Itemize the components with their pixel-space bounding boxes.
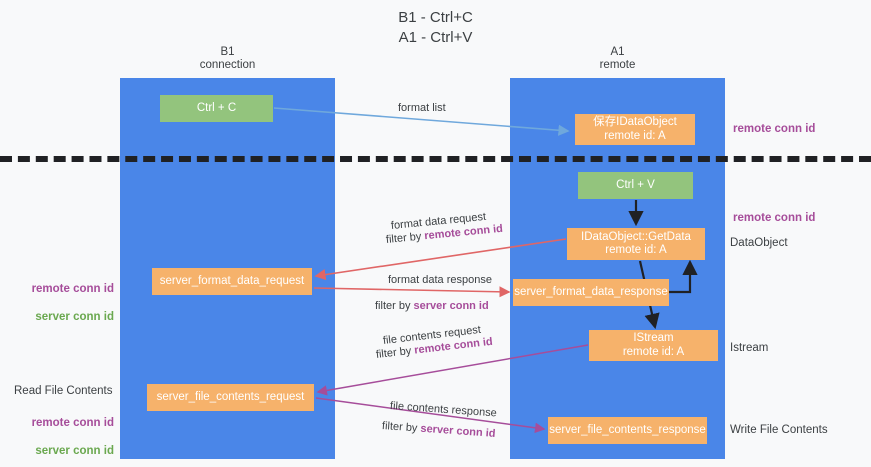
node-istream[interactable]: IStream remote id: A [589, 330, 718, 361]
edge-label-file-contents-response: file contents response [389, 400, 498, 420]
node-ctrl-v[interactable]: Ctrl + V [578, 172, 693, 199]
filter-by-text: filter by [381, 420, 421, 435]
edge-label-format-data-response-filter: filter by server conn id [375, 299, 489, 313]
column-header-a1: A1 remote [599, 46, 636, 71]
annotation-left-server-conn-id-2: server conn id [35, 445, 114, 457]
annotation-remote-conn-id-top: remote conn id [733, 123, 816, 135]
node-server-format-data-request[interactable]: server_format_data_request [152, 268, 312, 295]
annotation-left-remote-conn-id: remote conn id [31, 283, 114, 295]
page-title: B1 - Ctrl+C A1 - Ctrl+V [398, 9, 473, 46]
annotation-dataobject: DataObject [730, 237, 788, 249]
annotation-read-file-contents: Read File Contents [14, 385, 113, 397]
annotation-remote-conn-id-mid: remote conn id [733, 212, 816, 224]
node-ctrl-c[interactable]: Ctrl + C [160, 95, 273, 122]
node-idataobject-getdata[interactable]: IDataObject::GetData remote id: A [567, 228, 705, 260]
filter-by-text: filter by [375, 344, 415, 361]
annotation-write-file-contents: Write File Contents [730, 424, 828, 436]
annotation-left-conn-ids: remote conn id server conn id [22, 268, 114, 338]
phase-divider [0, 156, 871, 162]
server-conn-id-text: server conn id [413, 300, 489, 312]
column-header-b1: B1 connection [199, 46, 256, 71]
node-save-idataobject[interactable]: 保存IDataObject remote id: A [575, 114, 695, 145]
annotation-left-server-conn-id: server conn id [35, 311, 114, 323]
filter-by-text: filter by [385, 230, 425, 246]
node-server-file-contents-request[interactable]: server_file_contents_request [147, 384, 314, 411]
node-server-format-data-response[interactable]: server_format_data_response [513, 279, 669, 306]
node-server-file-contents-response[interactable]: server_file_contents_response [548, 417, 707, 444]
edge-label-format-list: format list [398, 102, 446, 114]
edge-label-format-data-response: format data response [388, 274, 492, 286]
edge-label-file-contents-response-filter: filter by server conn id [382, 419, 496, 441]
edge-format-data-response [313, 286, 511, 298]
annotation-istream: Istream [730, 342, 769, 354]
annotation-left-conn-ids-2: remote conn id server conn id [22, 402, 114, 467]
filter-by-text: filter by [375, 300, 414, 312]
annotation-left-remote-conn-id-2: remote conn id [31, 417, 114, 429]
server-conn-id-text: server conn id [420, 422, 496, 440]
